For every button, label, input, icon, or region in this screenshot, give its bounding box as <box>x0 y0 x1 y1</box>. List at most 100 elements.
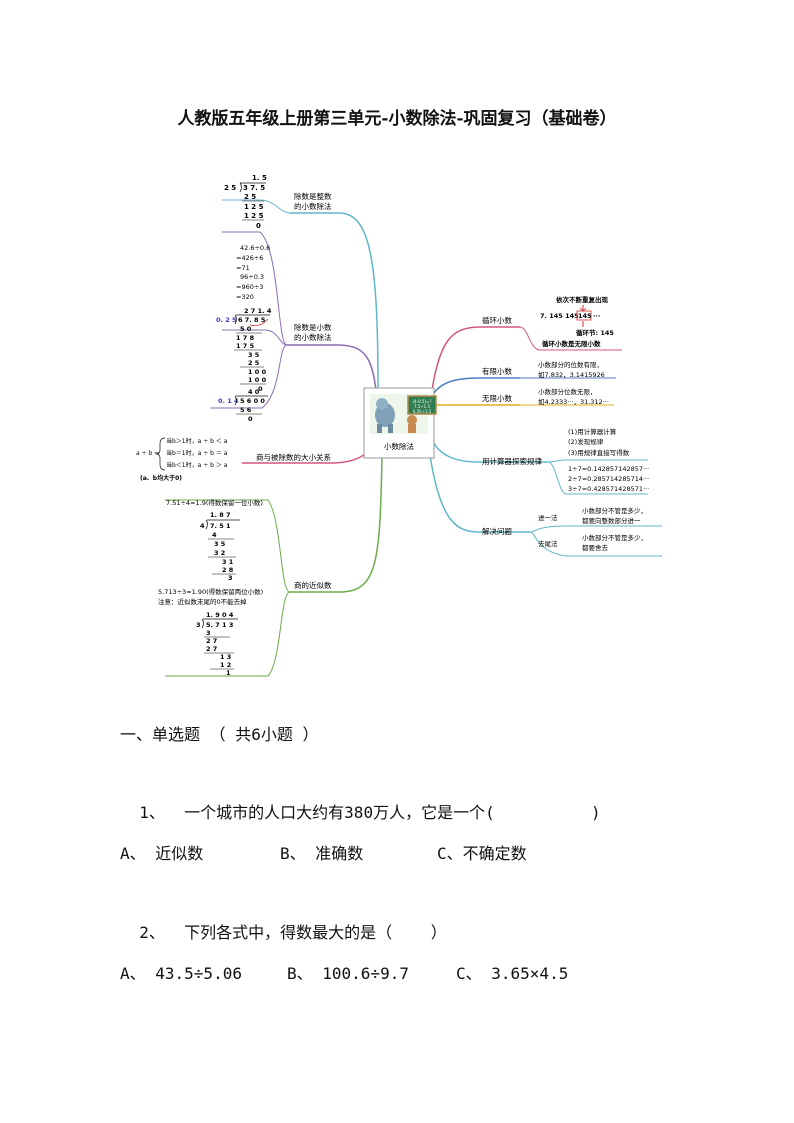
finite-decimal-desc: 小数部分的位数有限， 如7.832，3.1415926 <box>538 360 605 379</box>
svg-text:145: 145 <box>578 312 592 320</box>
quotient-relation-block: a ÷ b = 当b＞1时，a ÷ b ＜ a 当b＝1时，a ÷ b ＝ a … <box>136 437 228 482</box>
long-division-example-1: 1. 5 2 5 3 7. 5 2 5 1 2 5 1 2 5 0 <box>224 174 267 230</box>
svg-text:1 3: 1 3 <box>220 653 231 661</box>
question-1-text: 一个城市的人口大约有380万人，它是一个( ) <box>184 803 601 822</box>
svg-text:3 5: 3 5 <box>248 351 260 359</box>
branch-b3: 商与被除数的大小关系 <box>256 452 331 462</box>
svg-text:1 2 5: 1 2 5 <box>244 212 264 220</box>
question-2-option-b[interactable]: B、 100.6÷9.7 <box>287 964 409 983</box>
branch-r5: 解决问题 <box>482 526 512 536</box>
calculator-steps: (1)用计算器计算 (2)发现规律 (3)用规律直接写得数 1÷7=0.1428… <box>568 427 649 493</box>
svg-text:5 6: 5 6 <box>240 406 252 414</box>
blackboard-icon <box>407 395 437 415</box>
mind-map: (4-0.5)=? 7.5÷1.5 0.35÷1.5 小数除法 除数是整数 的小… <box>136 174 662 677</box>
question-1-option-c[interactable]: C、不确定数 <box>437 844 527 863</box>
svg-text:3: 3 <box>206 629 211 637</box>
svg-text:6 7. 8 5: 6 7. 8 5 <box>238 316 266 324</box>
branch-b2-line2: 的小数除法 <box>294 332 332 342</box>
svg-text:3: 3 <box>228 574 233 582</box>
svg-text:7.51÷4≈1.9(得数保留一位小数): 7.51÷4≈1.9(得数保留一位小数) <box>166 498 263 507</box>
svg-text:42.6÷0.6: 42.6÷0.6 <box>240 244 270 252</box>
svg-text:(2)发现规律: (2)发现规律 <box>568 437 604 446</box>
svg-text:小数部分位数无限，: 小数部分位数无限， <box>538 387 597 396</box>
svg-text:1. 8 7: 1. 8 7 <box>210 511 231 519</box>
center-card-line1: (4-0.5)=? <box>413 399 432 404</box>
svg-text:0: 0 <box>256 222 261 230</box>
svg-text:1 2: 1 2 <box>220 661 231 669</box>
svg-text:1. 9 0 4: 1. 9 0 4 <box>206 611 234 619</box>
svg-text:2 7: 2 7 <box>206 645 217 653</box>
svg-text:(a、b均大于0): (a、b均大于0) <box>140 474 182 482</box>
svg-text:=320: =320 <box>236 293 254 301</box>
center-label: 小数除法 <box>384 441 414 451</box>
svg-text:3: 3 <box>196 621 201 629</box>
svg-text:(3)用规律直接写得数: (3)用规律直接写得数 <box>568 448 630 457</box>
svg-text:3÷7=0.428571428571···: 3÷7=0.428571428571··· <box>568 485 649 493</box>
svg-text:5.713÷3≈1.90(得数保留两位小数): 5.713÷3≈1.90(得数保留两位小数) <box>158 587 263 596</box>
branch-b4: 商的近似数 <box>294 580 332 590</box>
svg-text:0: 0 <box>258 385 263 393</box>
svg-text:2÷7=0.285714285714···: 2÷7=0.285714285714··· <box>568 475 649 483</box>
svg-text:都要向整数部分进一: 都要向整数部分进一 <box>582 516 641 525</box>
branch-b1-line1: 除数是整数 <box>294 191 332 201</box>
svg-text:7. 145 145: 7. 145 145 <box>540 312 579 320</box>
question-2: 2、 下列各式中，得数最大的是（ ） <box>120 900 447 943</box>
svg-text:3 7. 5: 3 7. 5 <box>243 184 265 192</box>
svg-text:3 2: 3 2 <box>214 549 225 557</box>
approx-example-2: 5.713÷3≈1.90(得数保留两位小数) 注意：近似数末尾的0不能去掉 1.… <box>158 587 263 677</box>
svg-text:4: 4 <box>212 531 217 539</box>
cycle-decimal-block: 依次不断重复出现 7. 145 145 145 ··· 循环节: 145 循环小… <box>540 295 614 348</box>
svg-text:···: ··· <box>593 312 600 320</box>
question-1-option-a[interactable]: A、 近似数 <box>120 844 204 863</box>
svg-text:5 6 0 0: 5 6 0 0 <box>240 397 265 405</box>
svg-text:7. 5 1: 7. 5 1 <box>210 522 231 530</box>
branch-b2-line1: 除数是小数 <box>294 322 332 332</box>
question-2-text: 下列各式中，得数最大的是（ ） <box>184 923 447 942</box>
elephant-icon <box>375 398 395 433</box>
branch-r3: 无限小数 <box>482 393 512 403</box>
question-1-option-b[interactable]: B、 准确数 <box>280 844 364 863</box>
branch-line-r4 <box>431 439 548 463</box>
svg-text:注意：近似数末尾的0不能去掉: 注意：近似数末尾的0不能去掉 <box>158 597 247 606</box>
svg-text:2 5: 2 5 <box>244 193 256 201</box>
svg-text:1÷7=0.142857142857···: 1÷7=0.142857142857··· <box>568 465 649 473</box>
svg-text:循环节: 145: 循环节: 145 <box>576 328 614 337</box>
svg-text:去尾法: 去尾法 <box>538 539 558 548</box>
question-2-option-c[interactable]: C、 3.65×4.5 <box>456 964 569 983</box>
svg-text:循环小数是无限小数: 循环小数是无限小数 <box>542 339 601 348</box>
svg-text:2 8: 2 8 <box>222 566 234 574</box>
svg-text:0. 2 5: 0. 2 5 <box>216 316 237 324</box>
svg-text:1 0 0: 1 0 0 <box>248 376 267 384</box>
infinite-decimal-desc: 小数部分位数无限， 如4.2333···，31.312··· <box>538 387 609 406</box>
center-card-line2: 7.5÷1.5 <box>414 404 431 409</box>
svg-text:依次不断重复出现: 依次不断重复出现 <box>556 295 609 304</box>
question-2-option-a[interactable]: A、 43.5÷5.06 <box>120 964 242 983</box>
branch-b1-line2: 的小数除法 <box>294 201 332 211</box>
question-1-number: 1、 <box>139 803 165 822</box>
svg-text:=71: =71 <box>236 264 250 272</box>
center-node: (4-0.5)=? 7.5÷1.5 0.35÷1.5 小数除法 <box>363 387 437 459</box>
svg-text:1: 1 <box>226 669 231 677</box>
decimal-divisor-equations: 42.6÷0.6 =426÷6 =71 96÷0.3 =960÷3 =320 <box>236 244 270 301</box>
svg-text:2 5: 2 5 <box>224 184 236 192</box>
branch-line-b1 <box>290 212 379 389</box>
svg-text:进一法: 进一法 <box>538 513 558 522</box>
branch-line-r5 <box>429 454 530 533</box>
svg-text:当b＞1时，a ÷ b ＜ a: 当b＞1时，a ÷ b ＜ a <box>166 437 228 445</box>
long-division-example-2: 2 7 1. 4 0. 2 5 6 7. 8 5 5 0 1 7 8 1 7 5… <box>216 307 272 393</box>
svg-text:2 7 1. 4: 2 7 1. 4 <box>244 307 272 315</box>
svg-text:(1)用计算器计算: (1)用计算器计算 <box>568 427 617 436</box>
svg-text:=960÷3: =960÷3 <box>236 283 263 291</box>
svg-text:1 7 8: 1 7 8 <box>236 334 255 342</box>
center-card-line3: 0.35÷1.5 <box>413 409 432 414</box>
branch-line-b2 <box>287 344 377 391</box>
svg-text:5. 7 1 3: 5. 7 1 3 <box>206 621 233 629</box>
svg-text:4 0: 4 0 <box>248 388 260 396</box>
svg-text:96÷0.3: 96÷0.3 <box>240 273 264 281</box>
question-1: 1、 一个城市的人口大约有380万人，它是一个( ) <box>120 780 601 823</box>
svg-text:如7.832，3.1415926: 如7.832，3.1415926 <box>538 370 605 379</box>
svg-text:=426÷6: =426÷6 <box>236 254 263 262</box>
svg-text:当b＝1时，a ÷ b ＝ a: 当b＝1时，a ÷ b ＝ a <box>166 449 228 457</box>
svg-text:a ÷ b =: a ÷ b = <box>136 450 159 457</box>
svg-text:小数部分不管是多少，: 小数部分不管是多少， <box>582 533 647 542</box>
